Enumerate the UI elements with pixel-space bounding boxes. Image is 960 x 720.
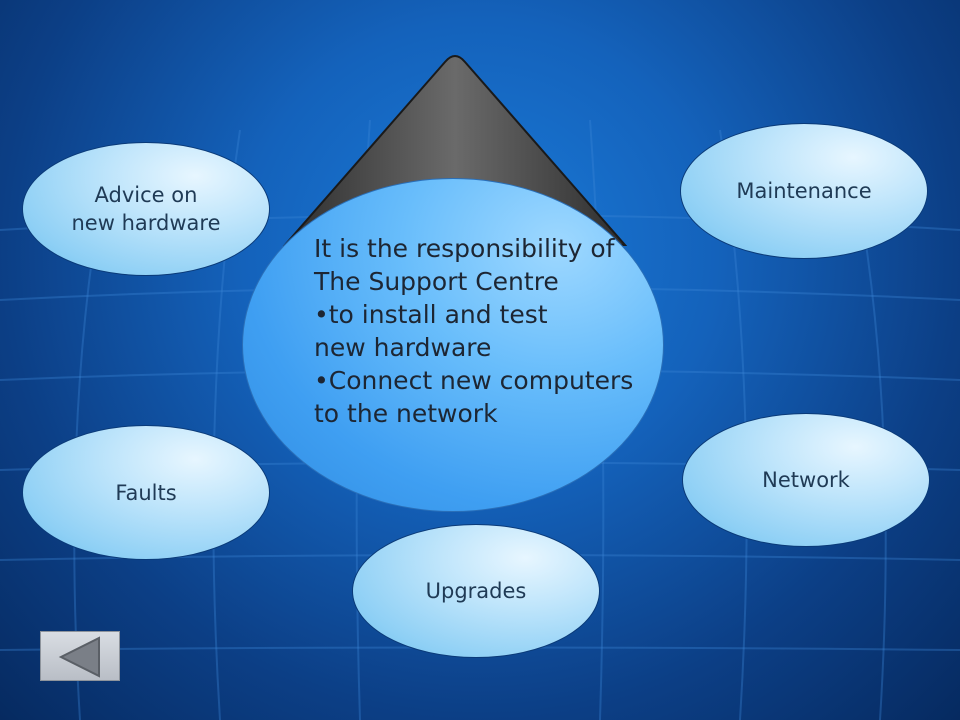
- center-line-6: to the network: [314, 399, 498, 428]
- center-line-5: •Connect new computers: [314, 366, 634, 395]
- center-line-4: new hardware: [314, 333, 492, 362]
- center-line-1: It is the responsibility of: [314, 234, 615, 263]
- network-bubble[interactable]: Network: [682, 413, 930, 547]
- back-button[interactable]: [40, 631, 120, 681]
- faults-label: Faults: [115, 480, 177, 505]
- center-line-2: The Support Centre: [314, 267, 559, 296]
- upgrades-bubble[interactable]: Upgrades: [352, 524, 600, 658]
- upgrades-label: Upgrades: [425, 579, 527, 603]
- advice-label: Advice on new hardware: [71, 183, 221, 235]
- faults-bubble[interactable]: Faults: [22, 425, 270, 560]
- center-bubble: [242, 178, 664, 512]
- advice-bubble[interactable]: Advice on new hardware: [22, 142, 270, 276]
- center-line-3: •to install and test: [314, 300, 548, 329]
- back-arrow-icon: [58, 636, 100, 678]
- maintenance-label: Maintenance: [736, 179, 872, 203]
- network-label: Network: [762, 468, 850, 492]
- center-text: It is the responsibility of The Support …: [314, 232, 674, 430]
- maintenance-bubble[interactable]: Maintenance: [680, 123, 928, 259]
